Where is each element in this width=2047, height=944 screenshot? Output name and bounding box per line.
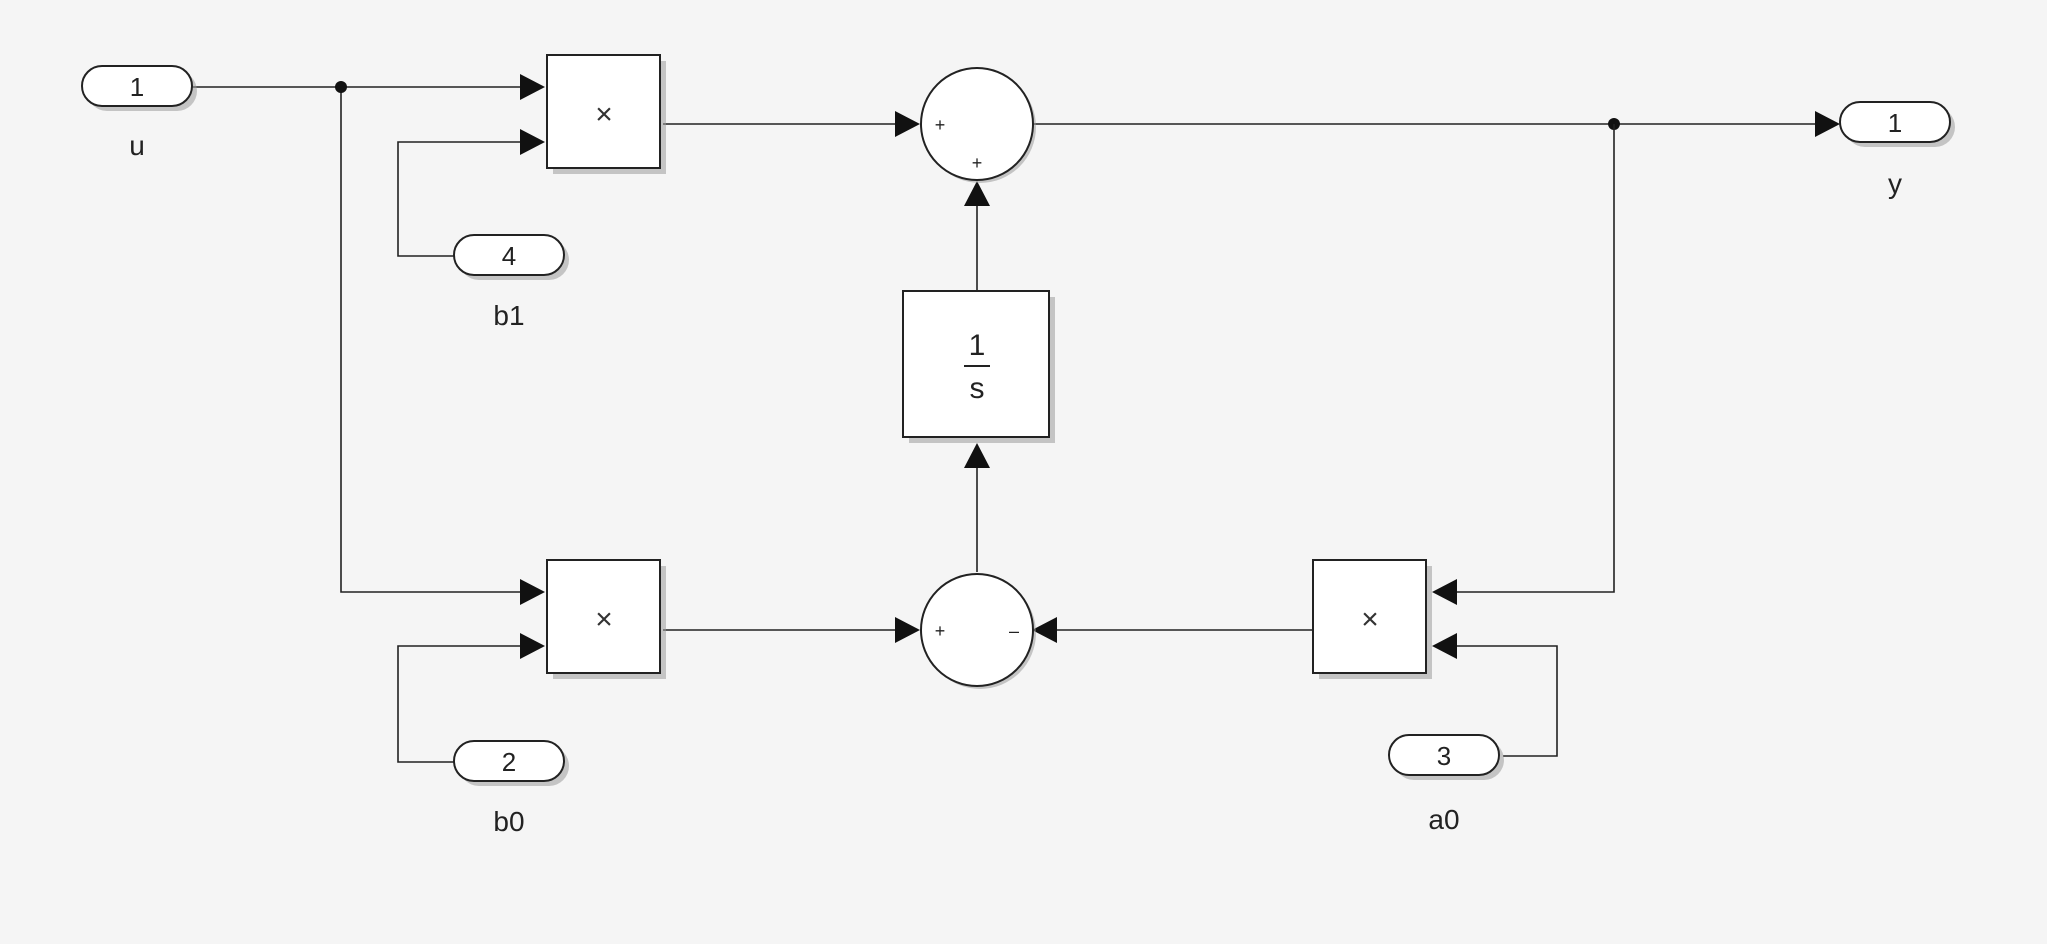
product-block-top[interactable]: × <box>546 54 666 174</box>
arrow-head <box>895 617 920 643</box>
sum-bottom-sign-left: + <box>935 621 946 641</box>
integrator-denominator: s <box>970 372 985 405</box>
product-block-right[interactable]: × <box>1312 559 1432 679</box>
integrator-numerator: 1 <box>969 329 986 362</box>
outport-y-label: y <box>1888 168 1902 199</box>
sum-block-top[interactable]: + + <box>920 67 1036 183</box>
wire-y-to-product-right[interactable] <box>1457 124 1615 593</box>
inport-u-label: u <box>129 130 145 161</box>
arrow-head <box>1032 617 1057 643</box>
arrow-head <box>520 579 545 605</box>
wire-a0-to-product-right[interactable] <box>1457 645 1558 757</box>
sum-top-sign-bottom: + <box>972 153 983 173</box>
inport-u[interactable]: 1 u <box>81 65 197 161</box>
outport-y-number: 1 <box>1888 108 1902 138</box>
product-bottom-symbol: × <box>595 603 613 636</box>
wire-u-to-product-bottom[interactable] <box>340 87 520 593</box>
inport-b0-number: 2 <box>502 747 516 777</box>
inport-b1-label: b1 <box>493 300 524 331</box>
arrow-head <box>520 74 545 100</box>
product-top-symbol: × <box>595 98 613 131</box>
inport-a0[interactable]: 3 a0 <box>1388 734 1504 835</box>
sum-bottom-sign-right: – <box>1009 621 1019 641</box>
inport-a0-number: 3 <box>1437 741 1451 771</box>
integrator-block[interactable]: 1 s <box>902 290 1055 443</box>
arrow-head <box>1432 633 1457 659</box>
arrow-head <box>1815 111 1840 137</box>
inport-a0-label: a0 <box>1428 804 1459 835</box>
sum-block-bottom[interactable]: + – <box>920 573 1036 689</box>
branch-point-u <box>335 81 347 93</box>
outport-y[interactable]: 1 y <box>1839 101 1955 199</box>
inport-b0-label: b0 <box>493 806 524 837</box>
arrow-head <box>895 111 920 137</box>
inport-b1[interactable]: 4 b1 <box>453 234 569 331</box>
arrow-head <box>964 443 990 468</box>
wire-b0-to-product-bottom[interactable] <box>397 645 520 763</box>
inport-b1-number: 4 <box>502 241 516 271</box>
product-block-bottom[interactable]: × <box>546 559 666 679</box>
inport-b0[interactable]: 2 b0 <box>453 740 569 837</box>
arrow-head <box>520 633 545 659</box>
arrow-head <box>520 129 545 155</box>
inport-u-number: 1 <box>130 72 144 102</box>
wire-b1-to-product-top[interactable] <box>397 141 520 257</box>
arrow-head <box>1432 579 1457 605</box>
arrow-head <box>964 181 990 206</box>
sum-top-sign-left: + <box>935 115 946 135</box>
signal-lines <box>192 74 1840 763</box>
product-right-symbol: × <box>1361 603 1379 636</box>
